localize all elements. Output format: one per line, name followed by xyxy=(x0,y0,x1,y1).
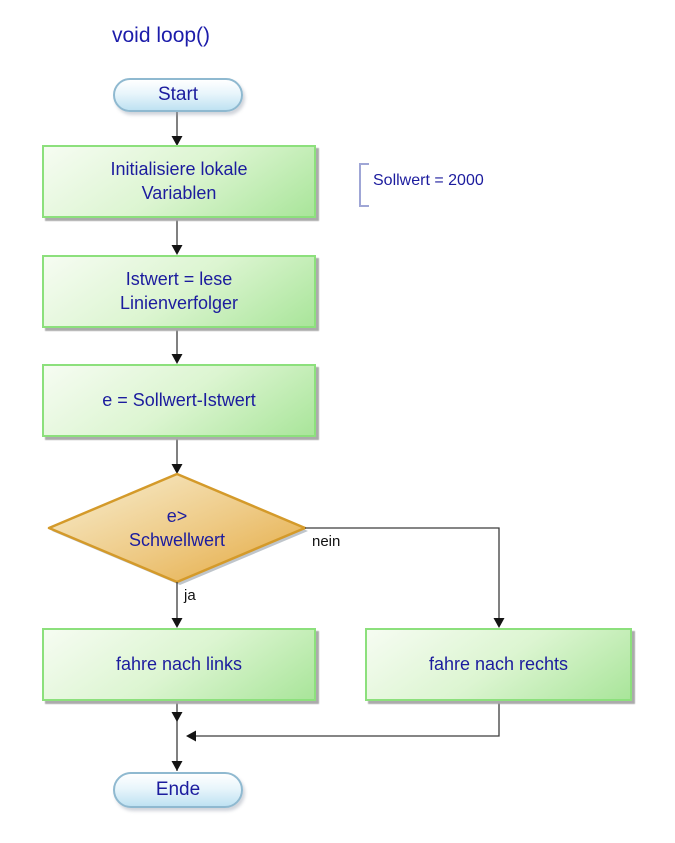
arrowhead-decision xyxy=(171,464,183,474)
arrowhead-read xyxy=(171,245,183,255)
diagram-title: void loop() xyxy=(112,24,211,47)
process-drive-right: fahre nach rechts xyxy=(365,628,632,701)
process-init-line1: Initialisiere lokale xyxy=(110,159,248,180)
arrowhead-calc xyxy=(171,354,183,364)
decision-threshold: e> Schwellwert xyxy=(77,475,277,581)
decision-line2: Schwellwert xyxy=(128,530,226,550)
process-read-linefollower: Istwert = lese Linienverfolger xyxy=(42,255,316,328)
arrowhead-end xyxy=(171,761,183,771)
process-drive-left-label: fahre nach links xyxy=(115,653,243,674)
process-calc-error: e = Sollwert-Istwert xyxy=(42,364,316,437)
arrowhead-junction xyxy=(171,712,183,722)
process-drive-left: fahre nach links xyxy=(42,628,316,701)
terminator-start: Start xyxy=(113,78,243,112)
annotation-bracket xyxy=(359,163,369,207)
terminator-start-label: Start xyxy=(157,84,199,105)
edge-right-junction xyxy=(196,701,500,737)
decision-line1: e> xyxy=(166,505,188,526)
arrowhead-ja xyxy=(171,618,183,628)
annotation-sollwert: Sollwert = 2000 xyxy=(373,172,484,189)
edge-label-nein: nein xyxy=(312,533,341,550)
arrowhead-init xyxy=(171,136,183,146)
process-init-line2: Variablen xyxy=(141,182,217,203)
terminator-end: Ende xyxy=(113,772,243,808)
arrowhead-nein xyxy=(493,618,505,628)
process-drive-right-label: fahre nach rechts xyxy=(428,653,569,674)
terminator-end-label: Ende xyxy=(155,779,201,800)
edge-label-ja: ja xyxy=(184,587,196,604)
process-init-variables: Initialisiere lokale Variablen xyxy=(42,145,316,218)
edge-nein xyxy=(305,527,500,622)
arrowhead-right-junction xyxy=(186,730,196,742)
process-read-line1: Istwert = lese xyxy=(125,269,233,290)
process-calc-label: e = Sollwert-Istwert xyxy=(102,389,256,410)
process-read-line2: Linienverfolger xyxy=(119,292,239,313)
